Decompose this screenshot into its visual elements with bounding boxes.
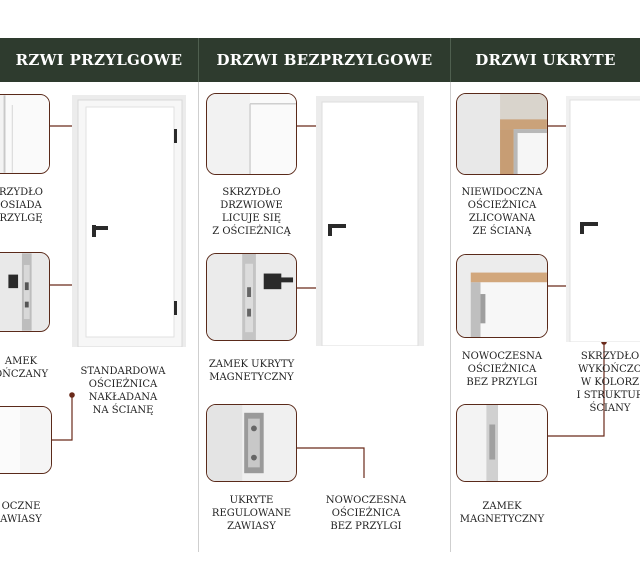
thumb-flush-leaf bbox=[206, 93, 297, 175]
door-corner-image bbox=[0, 95, 49, 173]
thumb-door-leaf-overlap bbox=[0, 94, 50, 174]
column-title-przylgowe: RZWI PRZYLGOWE bbox=[15, 51, 183, 69]
door-przylgowe-image bbox=[72, 95, 186, 347]
thumb-invisible-frame bbox=[456, 93, 548, 175]
flush-leaf-image bbox=[207, 94, 296, 174]
label-hinges: OCZNE AWIASY bbox=[0, 501, 42, 525]
header-divider bbox=[198, 38, 199, 82]
lock-image bbox=[0, 253, 49, 331]
thumb-modern-frame bbox=[456, 254, 548, 338]
thumb-hinges bbox=[0, 406, 52, 474]
door-bezprzylgowe bbox=[316, 96, 424, 346]
label-hidden-magnetic-lock: ZAMEK UKRYTY MAGNETYCZNY bbox=[208, 359, 295, 383]
hinges-image bbox=[0, 407, 51, 473]
modern-frame-image bbox=[457, 255, 547, 337]
hidden-hinges-image bbox=[207, 405, 296, 481]
label-magnetic-lock: ZAMEK MAGNETYCZNY bbox=[459, 501, 545, 525]
label-modern-frame: NOWOCZESNA OŚCIEŻNICA BEZ PRZYLGI bbox=[325, 495, 407, 532]
door-przylgowe bbox=[72, 95, 186, 347]
thumb-magnetic-lock bbox=[456, 404, 548, 482]
column-divider bbox=[450, 82, 451, 552]
door-bezprzylgowe-image bbox=[316, 96, 424, 346]
header-bar: RZWI PRZYLGOWE DRZWI BEZPRZYLGOWE DRZWI … bbox=[0, 38, 640, 82]
thumb-hidden-magnetic-lock bbox=[206, 253, 297, 341]
label-lock: AMEK OŃCZANY bbox=[0, 356, 49, 380]
label-standard-frame: STANDARDOWA OŚCIEŻNICA NAKŁADANA NA ŚCIA… bbox=[80, 366, 166, 416]
label-flush-leaf: SKRZYDŁO DRZWIOWE LICUJE SIĘ Z OŚCIEŻNIC… bbox=[212, 187, 291, 237]
thumb-hidden-hinges bbox=[206, 404, 297, 482]
door-ukryte-image bbox=[566, 96, 640, 342]
column-title-ukryte: DRZWI UKRYTE bbox=[475, 51, 616, 69]
header-divider bbox=[450, 38, 451, 82]
magnetic-lock-ukryte-image bbox=[457, 405, 547, 481]
label-wall-finished-leaf: SKRZYDŁO WYKOŃCZO W KOLORZ I STRUKTUR ŚC… bbox=[576, 351, 640, 414]
thumb-lock bbox=[0, 252, 50, 332]
magnetic-lock-image bbox=[207, 254, 296, 340]
door-ukryte bbox=[566, 96, 640, 342]
label-modern-frame-no-rebate: NOWOCZESNA OŚCIEŻNICA BEZ PRZYLGI bbox=[461, 351, 543, 388]
column-divider bbox=[198, 82, 199, 552]
column-title-bezprzylgowe: DRZWI BEZPRZYLGOWE bbox=[216, 51, 433, 69]
label-invisible-frame: NIEWIDOCZNA OŚCIEŻNICA ZLICOWANA ZE ŚCIA… bbox=[461, 187, 543, 237]
label-hidden-hinges: UKRYTE REGULOWANE ZAWIASY bbox=[211, 495, 292, 532]
invisible-frame-image bbox=[457, 94, 547, 174]
label-door-leaf-overlap: RZYDŁO OSIADA RZYLGĘ bbox=[0, 187, 43, 224]
